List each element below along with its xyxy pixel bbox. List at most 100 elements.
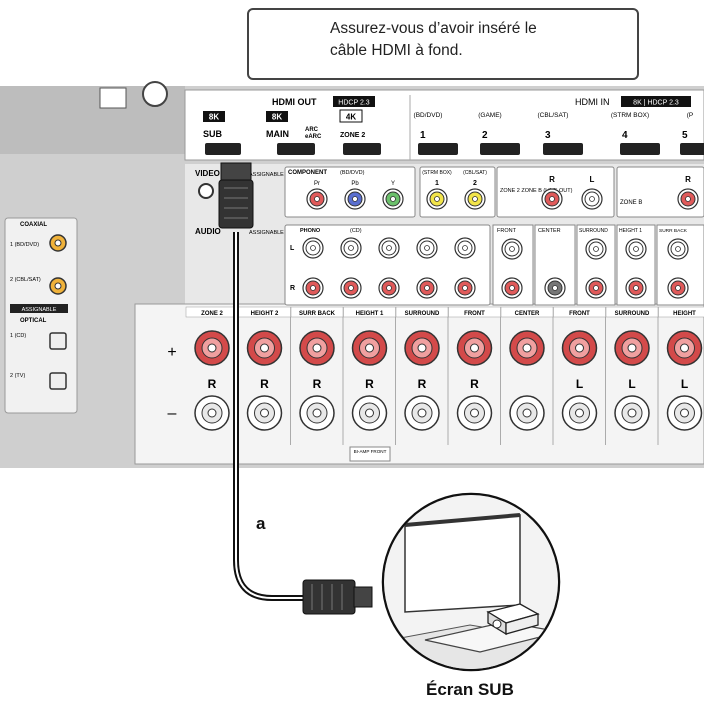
- hdmi-in-number: 5: [682, 130, 688, 141]
- projection-screen: [404, 514, 521, 613]
- zone2-l-label: L: [590, 175, 595, 184]
- video-in-2: 2: [473, 180, 477, 187]
- hdmi-insert-callout: [247, 8, 639, 80]
- speaker-label: CENTER: [515, 311, 540, 317]
- hdmi-out-sub-port: [205, 143, 241, 155]
- assignable-digital: ASSIGNABLE: [22, 307, 57, 313]
- hdmi-in-port: [680, 143, 704, 155]
- coaxial-label: COAXIAL: [20, 222, 47, 228]
- optical-2-label: 2 (TV): [10, 373, 25, 379]
- rca-jacks: [302, 188, 699, 299]
- speaker-label: FRONT: [464, 311, 485, 317]
- hdmi-in-source-label: (CBL/SAT): [538, 112, 569, 119]
- hdmi-in-ports: (BD/DVD) 1 (GAME) 2 (CBL/SAT) 3 (STRM BOX) 4 (P 5: [414, 112, 704, 155]
- hdmi-in-source-label: (STRM BOX): [611, 112, 649, 119]
- hdmi-in-source-label: (BD/DVD): [414, 112, 443, 119]
- zone-b-r-label: R: [685, 175, 691, 184]
- speaker-side-label: R: [260, 377, 269, 391]
- zone2-r-label: R: [549, 175, 555, 184]
- component-label: COMPONENT: [288, 170, 327, 176]
- speaker-terminals: ZONE 2 R HEIGHT 2 R SURR BACK R HEIGHT 1 R SURRO…: [185, 306, 704, 445]
- projector-screen-illustration: [381, 492, 561, 672]
- hdmi-out-label: HDMI OUT: [272, 97, 317, 107]
- hdmi-in-label: HDMI IN: [575, 97, 610, 107]
- speaker-side-label: L: [681, 377, 688, 391]
- audio-r-label: R: [290, 285, 295, 292]
- sub-label: SUB: [203, 129, 223, 139]
- speaker-label: SURROUND: [615, 311, 650, 317]
- hdmi-in-port: [418, 143, 458, 155]
- hdcp-out-label: HDCP 2.3: [338, 100, 369, 107]
- callout-line-1: Assurez-vous d’avoir inséré le: [330, 20, 537, 37]
- main-label: MAIN: [266, 129, 289, 139]
- speaker-side-label: L: [628, 377, 635, 391]
- hdcp-in-label: 8K | HDCP 2.3: [633, 100, 679, 107]
- pre-height1-label: HEIGHT 1: [619, 228, 642, 234]
- speaker-side-label: R: [418, 377, 427, 391]
- hdmi-in-port: [480, 143, 520, 155]
- cbl-sat-label: (CBL/SAT): [463, 170, 487, 176]
- pre-surround-label: SURROUND: [579, 228, 608, 234]
- hdmi-in-number: 1: [420, 130, 426, 141]
- hdmi-out-zone2-port: [343, 143, 381, 155]
- projector-icon: [486, 603, 540, 636]
- hdmi-in-number: 4: [622, 130, 628, 141]
- hdmi-in-number: 3: [545, 130, 551, 141]
- hdmi-in-source-label: (P: [687, 112, 694, 119]
- phono-label: PHONO: [300, 228, 321, 234]
- assignable-audio: ASSIGNABLE: [249, 230, 284, 236]
- video-label: VIDEO: [195, 169, 220, 178]
- coaxial-1-label: 1 (BD/DVD): [10, 242, 39, 248]
- cable-label: a: [256, 514, 266, 533]
- speaker-label: HEIGHT 1: [356, 311, 384, 317]
- optical-1-label: 1 (CD): [10, 333, 26, 339]
- coaxial-2-label: 2 (CBL/SAT): [10, 277, 41, 283]
- speaker-label: ZONE 2: [201, 311, 223, 317]
- earc-label: eARC: [305, 134, 322, 140]
- hdmi-out-main-port: [277, 143, 315, 155]
- strm-box-label: (STRM BOX): [422, 170, 452, 176]
- component-source: (BD/DVD): [340, 170, 365, 176]
- speaker-label: HEIGHT 2: [251, 311, 279, 317]
- callout-line-2: câble HDMI à fond.: [330, 42, 463, 59]
- speaker-label: HEIGHT: [673, 311, 696, 317]
- pr-label: Pr: [314, 181, 320, 187]
- speaker-side-label: L: [576, 377, 583, 391]
- hdmi-plug-top: [218, 162, 254, 229]
- hdmi-in-port: [620, 143, 660, 155]
- pre-surr-back-label: SURR BACK: [659, 228, 688, 234]
- speaker-side-label: R: [208, 377, 217, 391]
- speaker-label: SURROUND: [405, 311, 440, 317]
- table: [424, 621, 558, 653]
- caption: Écran SUB: [426, 680, 514, 699]
- y-label: Y: [391, 181, 395, 187]
- speaker-side-label: R: [313, 377, 322, 391]
- speaker-label: FRONT: [569, 311, 590, 317]
- hdmi-plug-bottom: [302, 579, 373, 615]
- arc-label: ARC: [305, 127, 319, 133]
- badge-8k-sub: 8K: [209, 113, 219, 122]
- pre-front-label: FRONT: [497, 228, 517, 234]
- badge-8k-main: 8K: [272, 113, 282, 122]
- plus-label: +: [167, 344, 176, 361]
- pb-label: Pb: [351, 181, 359, 187]
- audio-l-label: L: [290, 245, 295, 252]
- assignable-video: ASSIGNABLE: [249, 172, 284, 178]
- minus-label: –: [168, 405, 177, 422]
- pre-center-label: CENTER: [538, 228, 561, 234]
- badge-4k-zone2: 4K: [346, 113, 356, 122]
- hdmi-in-source-label: (GAME): [478, 112, 501, 119]
- cd-label: (CD): [350, 228, 362, 234]
- hdmi-in-number: 2: [482, 130, 488, 141]
- callout-text: Assurez-vous d’avoir inséré le câble HDM…: [330, 18, 630, 62]
- speaker-label: SURR BACK: [299, 311, 336, 317]
- audio-label: AUDIO: [195, 227, 221, 236]
- hdmi-in-port: [543, 143, 583, 155]
- zone2-line-out-label: ZONE 2 ZONE B (LINE OUT): [500, 188, 573, 194]
- video-in-1: 1: [435, 180, 439, 187]
- zone-b-label: ZONE B: [620, 200, 642, 206]
- speaker-side-label: R: [365, 377, 374, 391]
- optical-label: OPTICAL: [20, 318, 47, 324]
- zone2-hdmi-label: ZONE 2: [340, 132, 365, 139]
